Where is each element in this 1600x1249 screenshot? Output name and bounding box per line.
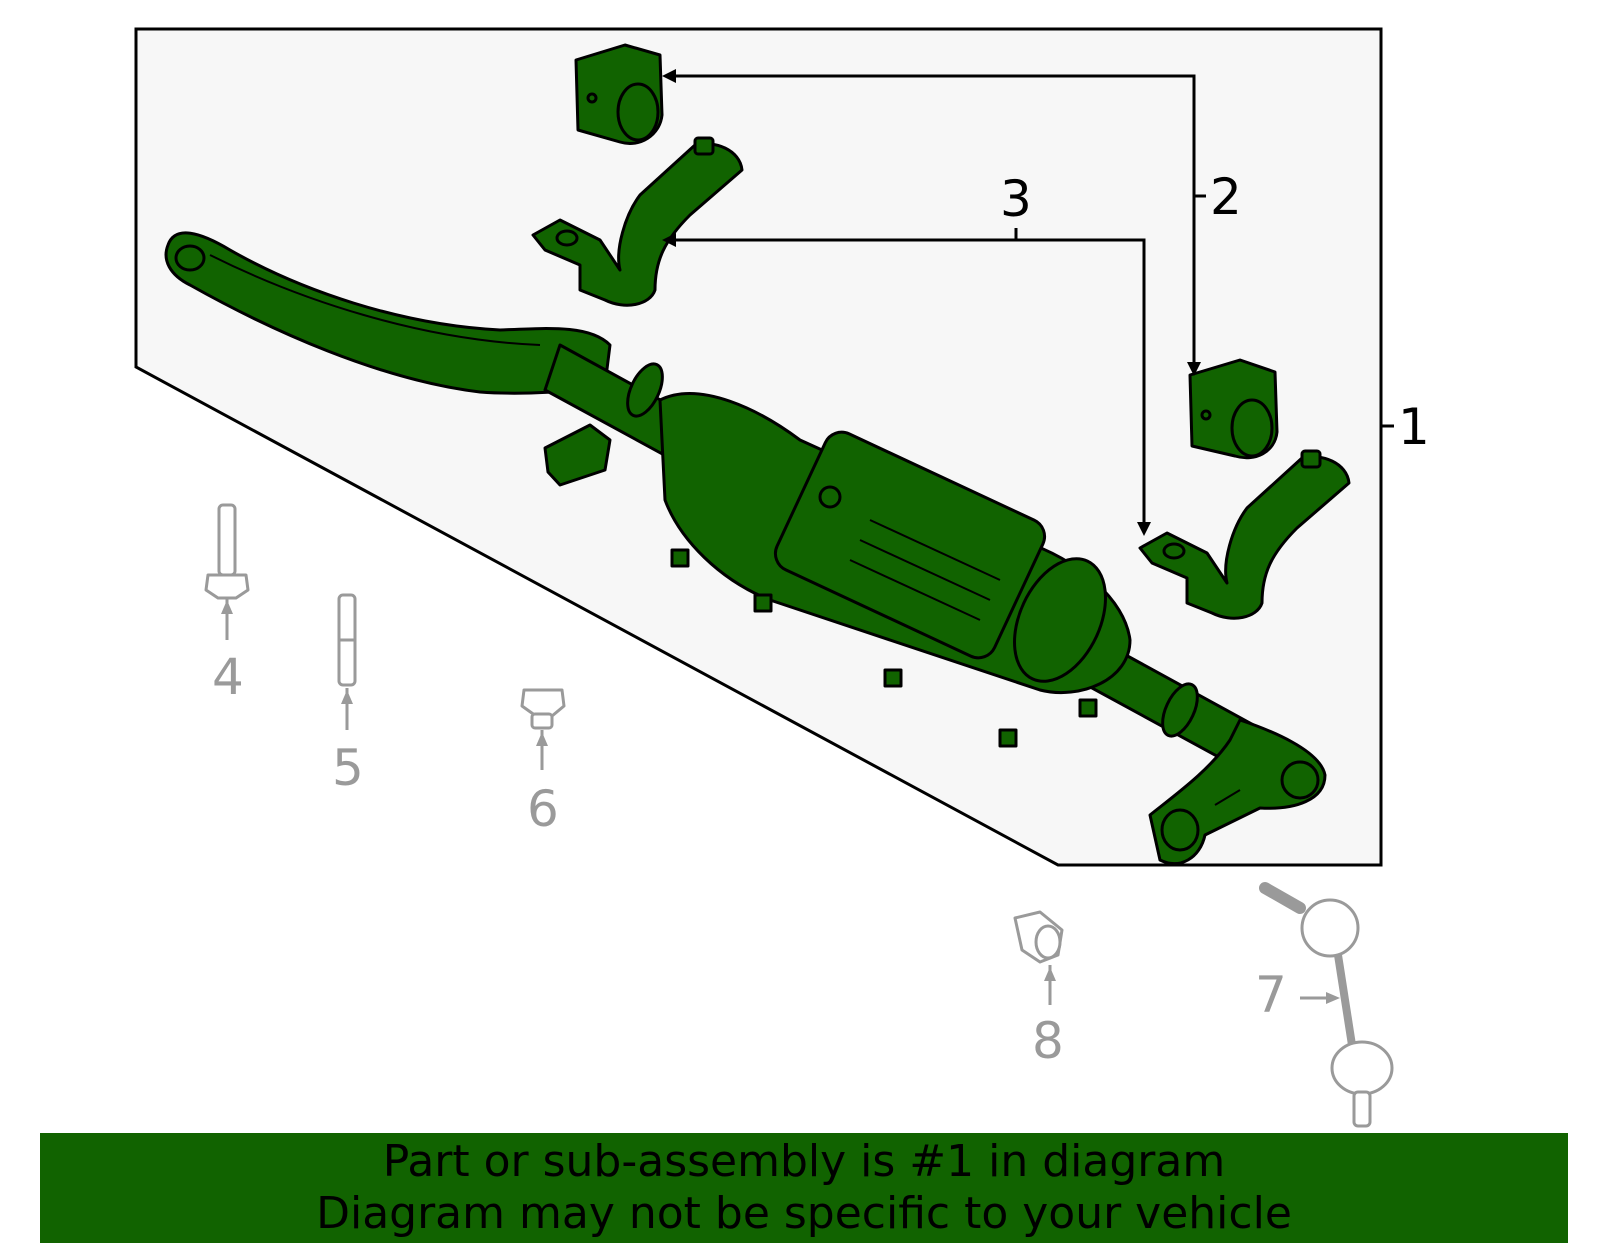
callout-5: 5: [332, 739, 364, 797]
arrowheads: [662, 69, 1201, 536]
callout-2: 2: [1210, 168, 1242, 226]
nut-hardware[interactable]: [520, 688, 566, 770]
stabilizer-bar-assembly[interactable]: [164, 231, 1327, 866]
bolt-arrow: [221, 600, 233, 614]
banner-line-2: Diagram may not be specific to your vehi…: [316, 1188, 1292, 1239]
info-banner: Part or sub-assembly is #1 in diagram Di…: [40, 1133, 1568, 1243]
callout-8: 8: [1032, 1012, 1064, 1070]
callout-3: 3: [1000, 170, 1032, 228]
callout-6: 6: [527, 780, 559, 838]
bushing-upper[interactable]: [574, 43, 664, 145]
banner-line-1: Part or sub-assembly is #1 in diagram: [382, 1136, 1226, 1187]
callout-1: 1: [1398, 398, 1430, 456]
stabilizer-link-hardware[interactable]: [1259, 882, 1394, 1128]
callout-7: 7: [1255, 966, 1287, 1024]
stud-arrow: [341, 690, 353, 704]
nut-arrow: [536, 732, 548, 746]
bracket-lower[interactable]: [1138, 449, 1351, 620]
bushing-lower[interactable]: [1188, 358, 1279, 460]
leader-lines: [668, 74, 1394, 530]
flange-nut-arrow: [1044, 967, 1056, 981]
stud-hardware[interactable]: [337, 593, 357, 730]
bracket-upper[interactable]: [531, 136, 744, 307]
flange-nut-hardware[interactable]: [1013, 910, 1064, 1005]
link-arrow: [1326, 992, 1340, 1004]
callout-4: 4: [212, 648, 244, 706]
bolt-hardware[interactable]: [204, 503, 250, 640]
